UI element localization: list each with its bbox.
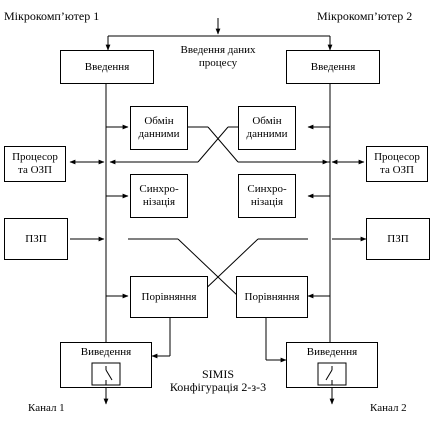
compare-block-right: Порівняння <box>236 276 308 318</box>
sync-right-line-2: нізація <box>250 196 284 208</box>
cpu-left-line-2: та ОЗП <box>18 164 52 176</box>
rom-block-left: ПЗП <box>4 218 68 260</box>
caption-line-1: SIMIS <box>201 367 234 381</box>
compare-block-left: Порівняння <box>130 276 208 318</box>
exchange-block-left: Обмін данними <box>130 106 188 150</box>
computer-2-title: Мікрокомп’ютер 2 <box>317 9 413 23</box>
exchange-cross-b <box>197 126 229 163</box>
input-block-right: Введення <box>286 50 380 84</box>
process-input-line-1: Введення даних <box>180 44 256 56</box>
cross-to-compare-right <box>177 238 239 297</box>
cpu-right-line-2: та ОЗП <box>380 164 414 176</box>
output-right-label: Виведення <box>306 346 358 358</box>
switch-right-blade <box>325 369 333 381</box>
channel-2-label: Канал 2 <box>370 402 407 414</box>
caption-line-2: Конфігурація 2-з-3 <box>169 380 267 394</box>
compare-right-label: Порівняння <box>244 290 300 303</box>
cpu-right-line-1: Процесор <box>374 151 420 163</box>
sync-block-left: Синхро- нізація <box>130 174 188 218</box>
input-block-right-label: Введення <box>310 60 356 73</box>
input-block-left: Введення <box>60 50 154 84</box>
output-block-right: Виведення <box>286 342 378 388</box>
rom-block-right: ПЗП <box>366 218 430 260</box>
rom-left-label: ПЗП <box>25 232 47 245</box>
computer-1-title: Мікрокомп’ютер 1 <box>4 9 100 23</box>
configuration-caption: SIMIS Конфігурація 2-з-3 <box>160 368 276 394</box>
exchange-right-line-2: данними <box>246 128 288 140</box>
cpu-left-line-1: Процесор <box>12 151 58 163</box>
exchange-left-line-2: данними <box>138 128 180 140</box>
channel-1-label: Канал 1 <box>28 402 65 414</box>
exchange-cross-a <box>207 126 239 163</box>
process-input-label: Введення даних процесу <box>168 44 268 70</box>
sync-block-right: Синхро- нізація <box>238 174 296 218</box>
sync-left-line-2: нізація <box>142 196 176 208</box>
sync-left-line-1: Синхро- <box>139 183 179 195</box>
cpu-block-right: Процесор та ОЗП <box>366 146 428 182</box>
exchange-block-right: Обмін данними <box>238 106 296 150</box>
exchange-right-line-1: Обмін <box>252 115 282 127</box>
process-input-line-2: процесу <box>198 57 238 69</box>
output-left-label: Виведення <box>80 346 132 358</box>
input-block-left-label: Введення <box>84 60 130 73</box>
exchange-left-line-1: Обмін <box>144 115 174 127</box>
cpu-block-left: Процесор та ОЗП <box>4 146 66 182</box>
output-block-left: Виведення <box>60 342 152 388</box>
cross-to-compare-left <box>197 238 259 297</box>
rom-right-label: ПЗП <box>387 232 409 245</box>
sync-right-line-1: Синхро- <box>247 183 287 195</box>
compare-left-label: Порівняння <box>141 290 197 303</box>
switch-left-blade <box>105 369 113 381</box>
